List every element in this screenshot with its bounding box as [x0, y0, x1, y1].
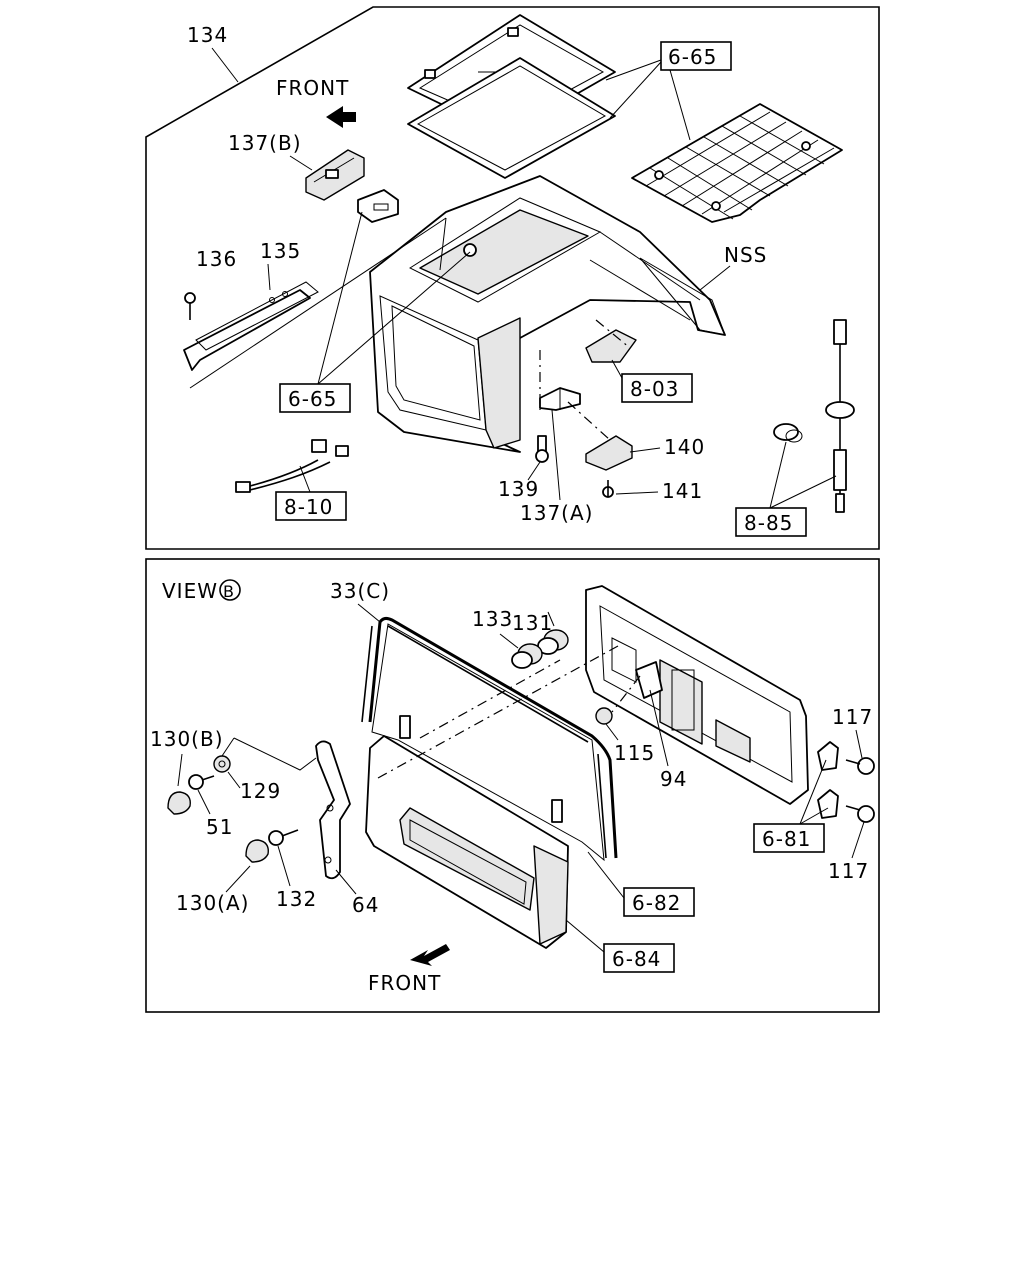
callout-box-665-left	[279, 383, 351, 413]
callout-box-684	[603, 943, 675, 973]
part-window-frame	[371, 623, 605, 862]
callout-130b: 130(B)	[150, 727, 224, 751]
part-bracket-small	[357, 189, 399, 223]
part-129-nut	[213, 755, 231, 773]
part-139-screw	[535, 435, 549, 463]
view-label: VIEW	[162, 579, 218, 603]
front-arrow-bottom-icon	[410, 944, 450, 966]
callout-810: 8-10	[284, 495, 333, 519]
part-115-nut	[595, 707, 613, 725]
leader-134	[211, 47, 239, 83]
callout-130a: 130(A)	[176, 891, 249, 915]
view-marker-circle	[219, 579, 241, 601]
part-131-bumper	[537, 629, 569, 655]
callout-141: 141	[662, 479, 703, 503]
part-141-clip	[602, 480, 614, 498]
bottom-panel-frame	[145, 558, 880, 1013]
callout-133: 133	[472, 607, 513, 631]
callout-665-left: 6-65	[288, 387, 337, 411]
callout-64: 64	[352, 893, 379, 917]
part-135-rail	[183, 281, 319, 371]
canopy-body	[369, 175, 726, 453]
callout-134: 134	[187, 23, 228, 47]
callout-129: 129	[240, 779, 281, 803]
part-inner-panel	[585, 585, 809, 805]
part-64-hinge-arm	[315, 740, 351, 880]
callout-136: 136	[196, 247, 237, 271]
callout-137a: 137(A)	[520, 501, 593, 525]
part-130b-cap	[167, 791, 191, 815]
callout-139: 139	[498, 477, 539, 501]
part-684-door-panel	[365, 735, 569, 949]
front-arrow-icon	[326, 106, 356, 128]
part-803-lamp	[585, 329, 637, 363]
part-140-cover	[585, 435, 633, 471]
part-810-harness	[235, 439, 349, 493]
front-label-top: FRONT	[276, 76, 349, 100]
callout-132: 132	[276, 887, 317, 911]
part-grommet	[773, 423, 803, 443]
callout-137b: 137(B)	[228, 131, 302, 155]
part-94-latch	[635, 661, 663, 699]
callout-33c: 33(C)	[330, 579, 390, 603]
callout-117-upper: 117	[832, 705, 873, 729]
front-label-bottom: FRONT	[368, 971, 441, 995]
part-133-bumper	[511, 643, 543, 669]
part-hinge-lower	[817, 789, 875, 823]
callout-684: 6-84	[612, 947, 661, 971]
callout-135: 135	[260, 239, 301, 263]
top-panel: FRONT 134	[145, 6, 880, 550]
part-137b-handle	[305, 149, 365, 201]
part-51-bolt	[188, 774, 215, 790]
part-885-antenna	[825, 319, 855, 513]
callout-51: 51	[206, 815, 233, 839]
floor-grid-mat	[631, 103, 843, 223]
part-33c-seal	[361, 616, 618, 859]
top-panel-frame	[145, 6, 880, 550]
callout-117-lower: 117	[828, 859, 869, 883]
callout-131: 131	[512, 611, 553, 635]
callout-box-810	[275, 491, 347, 521]
callout-803: 8-03	[630, 377, 679, 401]
callout-115: 115	[614, 741, 655, 765]
callout-box-681	[753, 823, 825, 853]
callout-nss: NSS	[724, 243, 767, 267]
part-136-bolt	[184, 292, 196, 320]
view-marker: B	[223, 582, 235, 601]
part-hinge-upper	[817, 741, 875, 775]
part-130a-cap	[245, 839, 269, 863]
callout-665-top: 6-65	[668, 45, 717, 69]
callout-681: 6-81	[762, 827, 811, 851]
callout-box-803	[621, 373, 693, 403]
callout-885: 8-85	[744, 511, 793, 535]
roof-seal-frame	[407, 57, 616, 179]
callout-682: 6-82	[632, 891, 681, 915]
callout-94: 94	[660, 767, 687, 791]
bottom-panel: VIEW B 33(C)	[145, 558, 880, 1013]
part-132-bolt	[268, 829, 299, 846]
callout-140: 140	[664, 435, 705, 459]
callout-box-682	[623, 887, 695, 917]
callout-box-665-top	[660, 41, 732, 71]
